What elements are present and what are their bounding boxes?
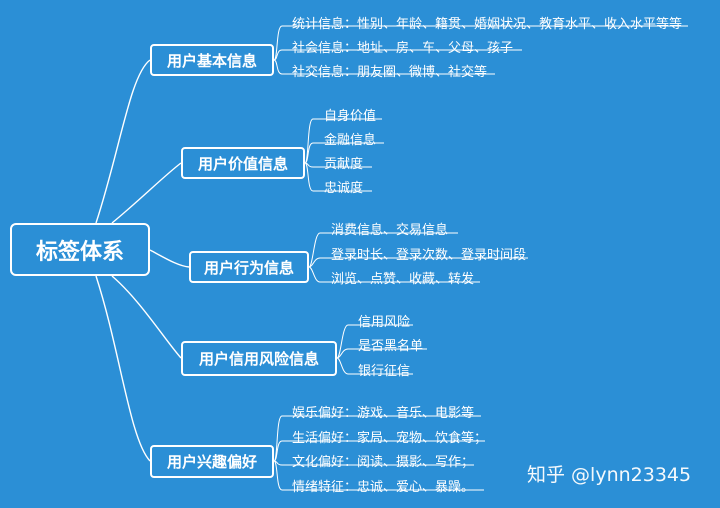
connector-line	[304, 162, 314, 192]
connector-line	[273, 59, 283, 75]
leaf-item: 文化偏好：阅读、摄影、写作；	[292, 455, 475, 470]
connector-line	[273, 415, 283, 462]
connector-line	[95, 275, 151, 462]
leaf-item: 登录时长、登录次数、登录时间段	[331, 248, 527, 263]
leaf-item: 社会信息：地址、房、车、父母、孩子	[292, 41, 514, 56]
connector-line	[308, 266, 321, 283]
connector-line	[273, 440, 283, 462]
connector-line	[304, 118, 314, 164]
leaf-item: 生活偏好：家局、宠物、饮食等；	[292, 431, 488, 446]
connector-line	[308, 232, 321, 268]
connector-line	[336, 324, 349, 359]
connector-line	[149, 249, 190, 268]
connector-line	[273, 49, 283, 61]
branch-label: 用户基本信息	[166, 51, 257, 70]
leaf-item: 是否黑名单	[358, 339, 424, 354]
leaf-item: 娱乐偏好：游戏、音乐、电影等	[292, 406, 475, 421]
connector-line	[273, 25, 283, 61]
connector-line	[273, 460, 283, 491]
branch-label: 用户兴趣偏好	[166, 453, 257, 471]
branch-node-behavior-info[interactable]: 用户行为信息	[189, 251, 309, 283]
leaf-item: 自身价值	[324, 109, 377, 124]
connector-line	[308, 257, 321, 268]
leaf-item: 社交信息：朋友圈、微博、社交等	[292, 65, 488, 80]
branch-label: 用户价值信息	[197, 154, 288, 173]
connector-line	[336, 348, 349, 359]
root-node[interactable]: 标签体系	[10, 223, 150, 276]
watermark: 知乎 @lynn23345	[527, 464, 692, 486]
leaf-item: 统计信息：性别、年龄、籍贯、婚姻状况、教育水平、收入水平等等	[292, 17, 683, 32]
connector-line	[111, 275, 182, 359]
branch-node-credit-risk-info[interactable]: 用户信用风险信息	[181, 341, 337, 376]
connector-line	[304, 142, 314, 164]
connector-line	[111, 162, 182, 224]
leaf-item: 贡献度	[324, 157, 364, 172]
leaf-item: 信用风险	[358, 315, 411, 330]
branch-label: 用户行为信息	[203, 258, 294, 277]
leaf-item: 银行征信	[358, 364, 411, 379]
connector-line	[336, 357, 349, 375]
root-label: 标签体系	[35, 239, 124, 265]
leaf-item: 浏览、点赞、收藏、转发	[331, 272, 475, 287]
branch-node-value-info[interactable]: 用户价值信息	[181, 147, 305, 179]
branch-node-basic-info[interactable]: 用户基本信息	[150, 44, 274, 76]
leaf-item: 忠诚度	[324, 181, 364, 196]
leaf-item: 情绪特征：忠诚、爱心、暴躁。	[292, 480, 475, 495]
connector-line	[95, 59, 151, 224]
leaf-item: 金融信息	[324, 133, 377, 148]
branch-node-interest-preference[interactable]: 用户兴趣偏好	[150, 445, 274, 478]
leaf-item: 消费信息、交易信息	[331, 223, 449, 238]
branch-label: 用户信用风险信息	[198, 350, 319, 368]
